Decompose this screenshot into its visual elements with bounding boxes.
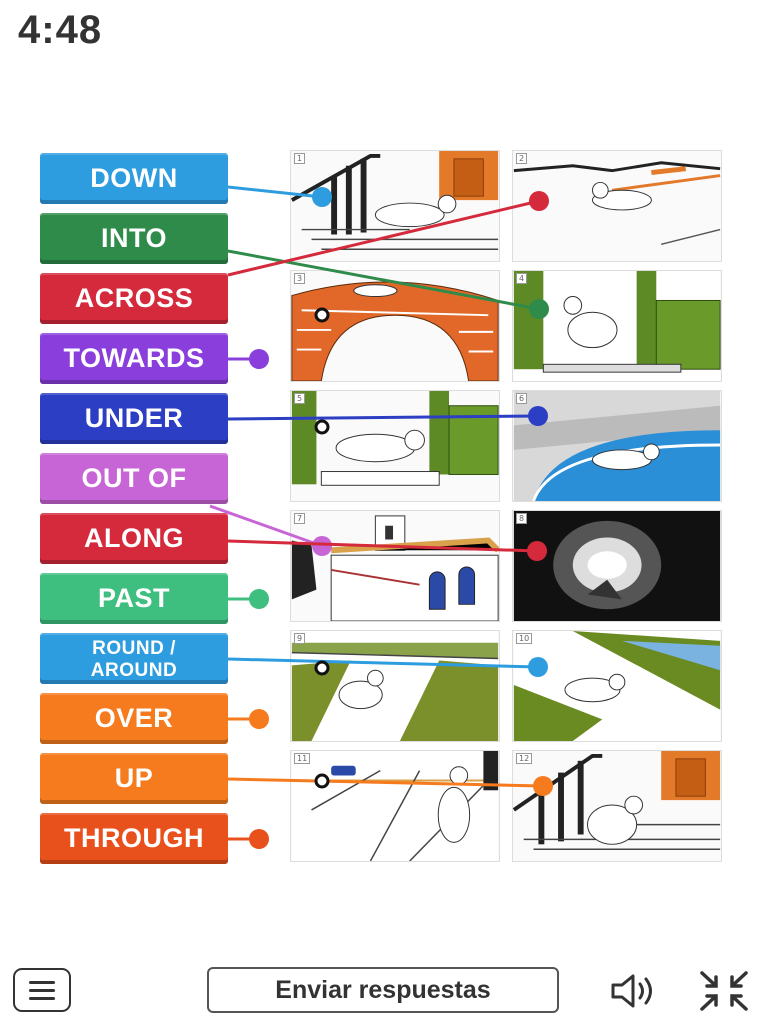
bridge-dog-across-image [291,281,499,381]
dot-over[interactable] [249,709,269,729]
bottom-toolbar: Enviar respuestas [0,960,768,1024]
panel-number: 3 [294,273,306,284]
label-across[interactable]: ACROSS [40,273,228,324]
label-up[interactable]: UP [40,753,228,804]
label-round-line1: ROUND / [92,637,176,659]
panel-number: 7 [294,513,306,524]
panel-number: 1 [294,153,306,164]
panel-number: 5 [294,393,306,404]
speaker-icon[interactable] [608,968,664,1014]
label-towards[interactable]: TOWARDS [40,333,228,384]
picture-panel-8[interactable]: 8 [512,510,722,622]
label-round-around[interactable]: ROUND / AROUND [40,633,228,684]
label-down[interactable]: DOWN [40,153,228,204]
picture-panel-1[interactable]: 1 [290,150,500,262]
picture-panel-2[interactable]: 2 [512,150,722,262]
collapse-icon[interactable] [696,968,752,1014]
bridge-dog-under-image [513,391,721,501]
stairs-dog-down-image [291,151,499,250]
panel-number: 9 [294,633,306,644]
panel-number: 2 [516,153,528,164]
picture-panel-12[interactable]: 12 [512,750,722,862]
panel-number: 8 [516,513,528,524]
label-round-line2: AROUND [90,659,178,681]
label-past[interactable]: PAST [40,573,228,624]
panel-number: 4 [516,273,528,284]
door-dog-into-image [513,271,721,381]
picture-panel-6[interactable]: 6 [512,390,722,502]
label-over[interactable]: OVER [40,693,228,744]
timer: 4:48 [18,8,103,52]
picture-panel-9[interactable]: 9 [290,630,500,742]
label-under[interactable]: UNDER [40,393,228,444]
label-into[interactable]: INTO [40,213,228,264]
picture-panel-3[interactable]: 3 [290,270,500,382]
label-out-of[interactable]: OUT OF [40,453,228,504]
label-along[interactable]: ALONG [40,513,228,564]
panel-number: 6 [516,393,528,404]
dot-past[interactable] [249,589,269,609]
panel-number: 10 [516,633,533,644]
picture-panel-11[interactable]: 11 [290,750,500,862]
label-through[interactable]: THROUGH [40,813,228,864]
field-dog-along-image [291,631,499,741]
tunnel-dog-through-image [513,511,721,621]
road-dog-across-image [513,161,721,246]
building-dog-past-image [291,515,499,621]
hamburger-menu-icon[interactable] [13,968,71,1012]
road-dog-over-image [291,751,499,861]
picture-panel-10[interactable]: 10 [512,630,722,742]
picture-panel-4[interactable]: 4 [512,270,722,382]
field-dog-around-image [513,631,721,741]
picture-grid: 1 2 3 4 [290,150,722,864]
dot-towards[interactable] [249,349,269,369]
dot-through[interactable] [249,829,269,849]
submit-answers-button[interactable]: Enviar respuestas [207,967,559,1013]
picture-panel-5[interactable]: 5 [290,390,500,502]
door-dog-out-image [291,391,499,486]
panel-number: 12 [516,753,533,764]
picture-panel-7[interactable]: 7 [290,510,500,622]
panel-number: 11 [294,753,311,764]
stairs-dog-up-image [513,751,721,850]
